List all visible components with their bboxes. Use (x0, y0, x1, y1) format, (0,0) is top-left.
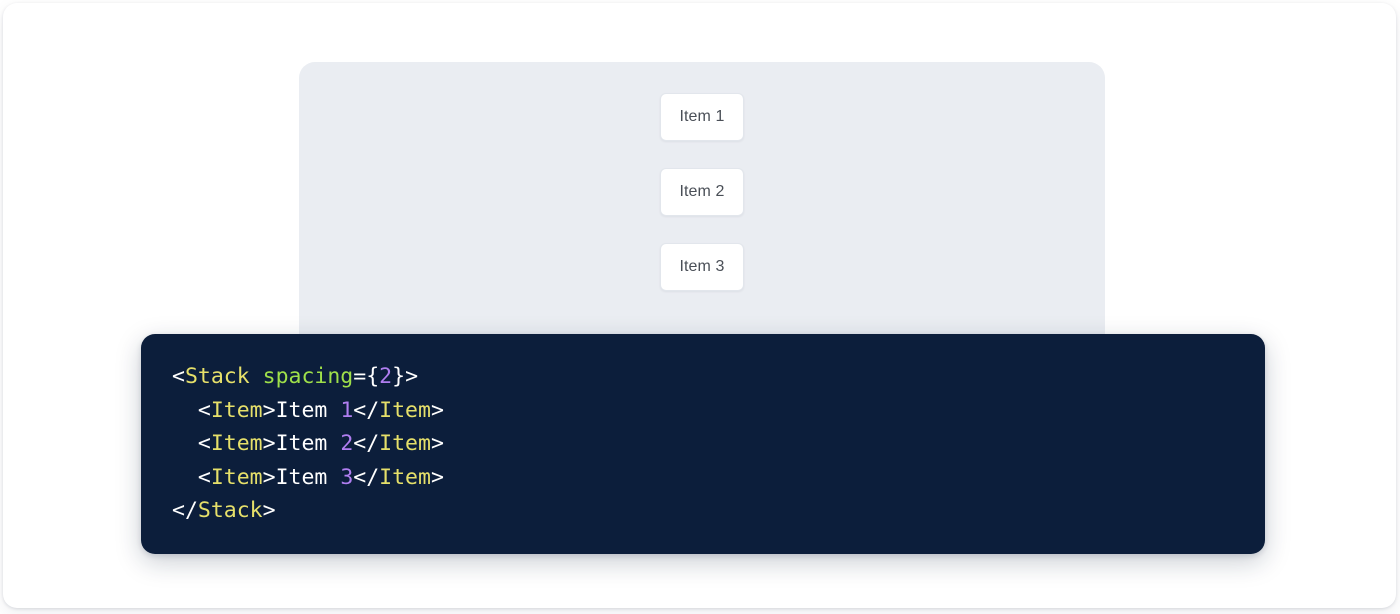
code-token-plain: </ (353, 431, 380, 457)
code-token-plain: </ (172, 498, 198, 524)
code-block[interactable]: <Stack spacing={2}> <Item>Item 1</Item> … (141, 334, 1265, 554)
code-token-num: 1 (340, 397, 354, 423)
code-token-plain: { (366, 364, 380, 389)
stack-item-label: Item 3 (679, 258, 725, 275)
stack-container: Item 1 Item 2 Item 3 (299, 93, 1105, 291)
code-token-tag: Item (210, 431, 263, 457)
code-token-tag: Item (210, 464, 263, 490)
code-token-num: 2 (340, 431, 354, 457)
code-token-plain: </ (353, 464, 380, 490)
code-token-plain: > (262, 498, 276, 524)
code-token-tag: Item (379, 397, 431, 423)
code-token-num: 3 (340, 464, 354, 490)
code-token-text: Item (275, 464, 341, 490)
code-indent (172, 398, 198, 423)
stack-item[interactable]: Item 1 (660, 93, 744, 141)
code-token-plain: > (430, 431, 444, 457)
code-indent (172, 431, 198, 456)
code-token-plain: > (262, 431, 276, 457)
code-token-plain: > (430, 464, 444, 490)
code-token-tag: Stack (197, 498, 263, 524)
code-token-tag: Item (210, 397, 263, 423)
code-token-plain: < (172, 364, 185, 389)
code-token-tag: Item (379, 431, 431, 457)
stack-item[interactable]: Item 3 (660, 243, 744, 291)
code-token-text: Item (275, 431, 341, 457)
code-token-plain: < (197, 464, 211, 490)
code-token-plain: = (353, 364, 367, 389)
code-token-plain: > (430, 397, 444, 423)
code-line: <Stack spacing={2}> (172, 360, 444, 394)
code-token-plain: > (405, 364, 419, 389)
code-line: </Stack> (172, 494, 444, 528)
code-token-plain: </ (353, 397, 380, 423)
code-token-plain: > (262, 464, 276, 490)
code-token-num: 2 (379, 364, 393, 389)
code-token-plain: } (392, 364, 406, 389)
code-token-tag: Item (379, 464, 431, 490)
stack-item-label: Item 2 (679, 183, 725, 200)
code-token-tag: Stack (184, 364, 250, 389)
code-line: <Item>Item 2</Item> (172, 427, 444, 461)
code-indent (172, 465, 198, 490)
stack-item[interactable]: Item 2 (660, 168, 744, 216)
code-token-plain: < (197, 431, 211, 457)
code-line: <Item>Item 3</Item> (172, 461, 444, 495)
code-token-plain (250, 364, 263, 389)
stack-item-label: Item 1 (679, 108, 725, 125)
code-line: <Item>Item 1</Item> (172, 394, 444, 428)
code-token-plain: < (197, 397, 211, 423)
code-token-text: Item (275, 397, 341, 423)
code-snippet[interactable]: <Stack spacing={2}> <Item>Item 1</Item> … (172, 360, 444, 528)
code-token-attr: spacing (262, 364, 354, 389)
code-token-plain: > (262, 397, 276, 423)
